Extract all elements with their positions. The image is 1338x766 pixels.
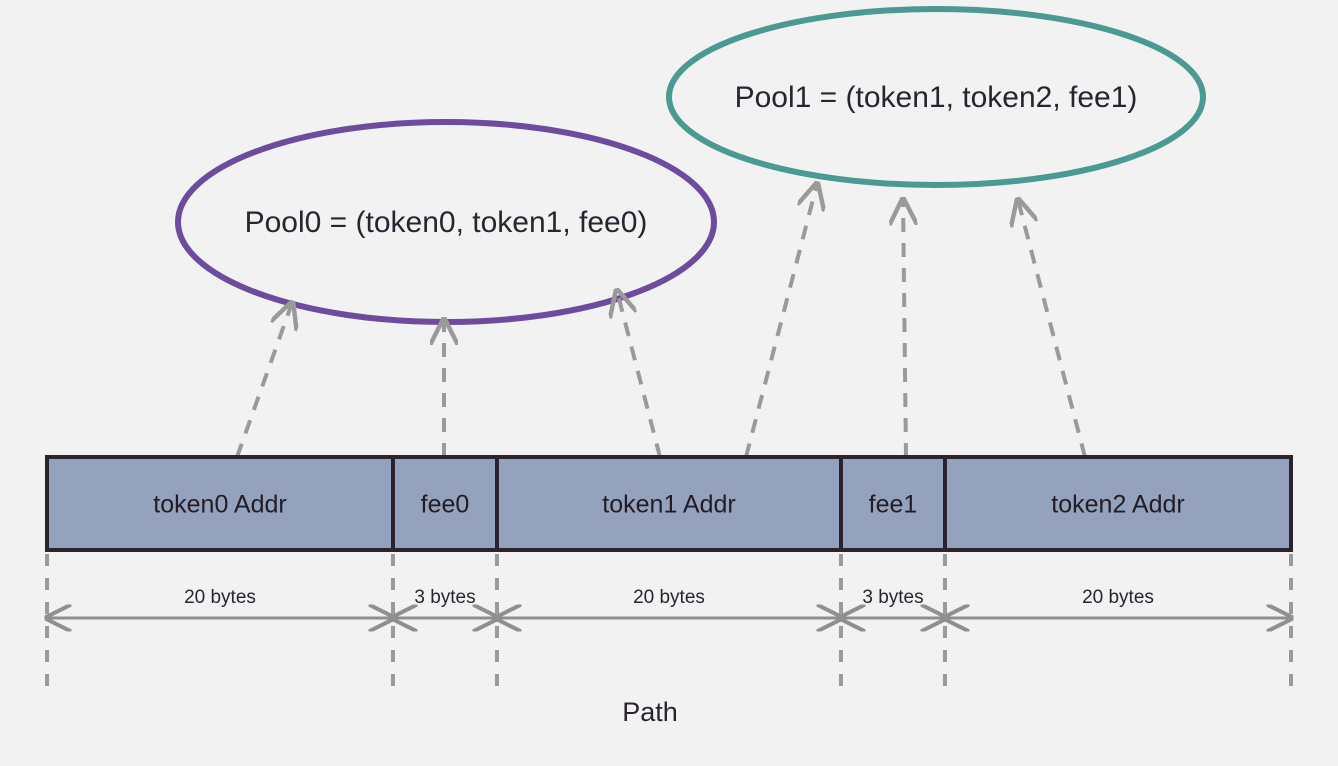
connector-token2-addr-to-pool1 — [1018, 200, 1087, 458]
bytes-label-token2-addr: 20 bytes — [1082, 587, 1154, 608]
bytes-label-fee0: 3 bytes — [414, 587, 475, 608]
bytes-label-fee1: 3 bytes — [862, 587, 923, 608]
segment-token0-addr[interactable]: token0 Addr — [45, 455, 395, 552]
segment-token1-addr-rect[interactable] — [495, 455, 843, 552]
segment-token2-addr-rect[interactable] — [943, 455, 1293, 552]
connector-token1-addr-to-pool0 — [617, 291, 662, 458]
pool1-ellipse-group[interactable]: Pool1 = (token1, token2, fee1) — [666, 6, 1206, 188]
pool1-label: Pool1 = (token1, token2, fee1) — [735, 81, 1138, 114]
connector-arrows — [235, 184, 1087, 458]
connector-token1-addr-to-pool1 — [744, 184, 817, 458]
path-caption: Path — [622, 697, 678, 727]
segment-fee1[interactable]: fee1 — [839, 455, 947, 552]
segment-fee1-label: fee1 — [869, 491, 918, 519]
segment-token0-addr-label: token0 Addr — [153, 491, 286, 519]
segment-token2-addr[interactable]: token2 Addr — [943, 455, 1293, 552]
segment-token2-addr-label: token2 Addr — [1051, 491, 1184, 519]
segment-fee0[interactable]: fee0 — [391, 455, 499, 552]
segment-token1-addr-label: token1 Addr — [602, 491, 735, 519]
segment-token1-addr[interactable]: token1 Addr — [495, 455, 843, 552]
pool0-label: Pool0 = (token0, token1, fee0) — [245, 206, 648, 239]
path-bar: token0 Addr fee0 token1 Addr fee1 token2… — [45, 455, 1293, 552]
pool1-ellipse[interactable] — [666, 6, 1206, 188]
segment-token0-addr-rect[interactable] — [45, 455, 395, 552]
connector-token0-addr-to-pool0 — [235, 303, 292, 458]
segment-fee0-label: fee0 — [421, 491, 470, 519]
bytes-label-token0-addr: 20 bytes — [184, 587, 256, 608]
bytes-label-token1-addr: 20 bytes — [633, 587, 705, 608]
segment-fee1-rect[interactable] — [839, 455, 947, 552]
connector-fee1-to-pool1 — [903, 200, 906, 458]
segment-fee0-rect[interactable] — [391, 455, 499, 552]
dimension-labels: 20 bytes 3 bytes 20 bytes 3 bytes 20 byt… — [184, 587, 1154, 608]
